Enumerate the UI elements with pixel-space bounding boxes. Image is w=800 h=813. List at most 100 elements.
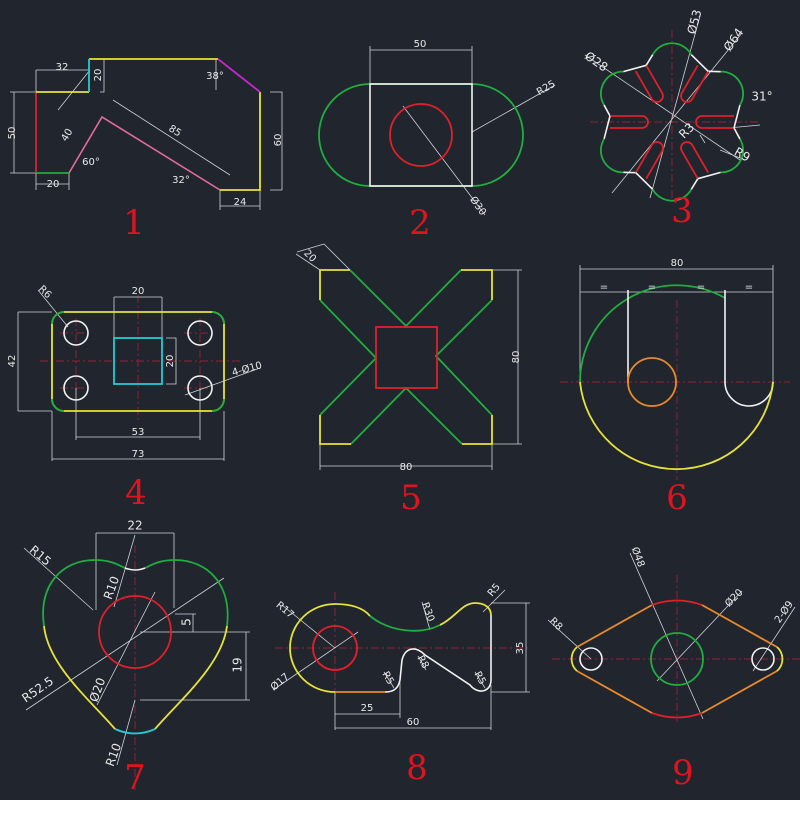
drawing-number: 6 <box>666 478 688 518</box>
drawing-8-right-profile <box>384 615 492 693</box>
gear-tooth-edge <box>697 171 721 180</box>
gear-concave-arc <box>720 70 744 106</box>
drawing-9-flange-edges <box>576 604 778 714</box>
drawing-5-cross-arms <box>319 269 493 445</box>
drawing-2-circle <box>389 103 453 167</box>
drawing-4-plate-outline <box>51 311 225 412</box>
dim-label: 20 <box>93 69 104 82</box>
dim-label: 25 <box>361 703 374 714</box>
drawing-8-yellow-edges <box>289 602 492 693</box>
drawing-4-hole <box>63 320 89 346</box>
dim-label: 42 <box>7 355 18 368</box>
dim-label: 31° <box>751 90 772 104</box>
dim-label: 20 <box>165 355 176 368</box>
gear-slot <box>610 115 649 129</box>
drawing-6: 80 = = = = 6 <box>560 258 790 518</box>
drawing-7-top-dip <box>124 567 146 571</box>
dim-label: 80 <box>511 351 522 364</box>
dim-label: 38° <box>206 71 224 82</box>
drawing-2-slot-outline <box>318 83 524 187</box>
gear-concave-arc <box>600 138 624 174</box>
dim-label: 50 <box>7 127 18 140</box>
drawing-9-center-arcs <box>651 599 703 719</box>
drawing-2-dimension-lines <box>369 46 556 216</box>
drawing-number: 4 <box>125 473 147 513</box>
drawing-5-dimension-lines <box>295 243 522 470</box>
drawing-8-r30-arc <box>369 615 441 632</box>
gear-concave-arc <box>600 70 624 106</box>
drawing-7-circle <box>98 595 172 669</box>
drawing-5: 20 80 80 5 <box>295 243 522 518</box>
drawing-7-bottom-tip <box>114 728 156 735</box>
gear-tooth-edge <box>690 178 699 190</box>
dim-label: 35 <box>515 642 526 655</box>
dim-label: 32° <box>172 175 190 186</box>
drawing-1-inclined-edges <box>68 115 221 191</box>
dim-label: 5 <box>180 618 194 626</box>
drawing-6-lower-arc <box>579 381 774 470</box>
drawing-9-end-arcs <box>570 646 784 672</box>
drawing-number: 7 <box>124 758 146 798</box>
dim-label: Ø53 <box>685 8 705 35</box>
gear-concave-arc <box>720 138 744 174</box>
gear-slot <box>680 64 709 103</box>
dim-label: 24 <box>234 197 247 208</box>
gear-tooth-edge <box>733 104 741 129</box>
drawing-1-chamfer-edge <box>217 58 261 93</box>
dim-label: 80 <box>400 462 413 473</box>
dim-label: R9 <box>732 145 753 165</box>
gear-concave-arc <box>651 188 693 202</box>
gear-tooth-edge <box>690 54 709 72</box>
drawing-number: 1 <box>123 203 145 243</box>
dim-label: 73 <box>132 449 145 460</box>
gear-slot <box>635 141 664 180</box>
drawing-3-dimension-lines <box>584 15 761 199</box>
gear-tooth-edge <box>635 172 654 190</box>
dim-label: 20 <box>132 286 145 297</box>
drawing-8: R17 Ø17 R30 R5 R8 R5 R5 35 25 60 8 <box>268 582 530 788</box>
drawing-6-center-lines <box>560 300 790 480</box>
dim-label: 19 <box>231 657 245 672</box>
drawing-1: 32 20 38° 50 40 60° 85 32° 60 20 24 1 <box>7 58 284 243</box>
drawing-7-upper-lobes <box>42 559 229 627</box>
gear-tooth-edge <box>603 115 611 140</box>
drawing-9-center-hole <box>650 632 704 686</box>
drawing-8-center-lines <box>275 592 530 700</box>
drawing-4-hole <box>187 375 213 401</box>
dim-label: 60 <box>273 134 284 147</box>
drawing-number: 3 <box>671 191 693 231</box>
drawing-4-rounded-corners <box>51 311 225 412</box>
drawing-6-circle <box>627 357 677 407</box>
drawing-9-bolt-hole <box>579 647 603 671</box>
dim-label: 60° <box>82 157 100 168</box>
drawing-5-arm-ends <box>319 269 493 445</box>
drawing-number: 9 <box>672 753 694 793</box>
gear-tooth-edge <box>623 64 647 73</box>
gear-tooth-edge <box>645 54 654 66</box>
drawing-6-dimension-lines <box>579 265 774 382</box>
drawing-9-bolt-hole <box>751 647 775 671</box>
gear-slot <box>635 64 664 103</box>
drawing-7-sides <box>43 625 228 730</box>
dim-label: = <box>600 282 608 293</box>
drawing-number: 5 <box>400 478 422 518</box>
dim-label: 20 <box>47 179 60 190</box>
dim-label: = <box>648 282 656 293</box>
gear-slot <box>680 141 709 180</box>
drawing-number: 2 <box>409 203 431 243</box>
dim-label: 50 <box>414 39 427 50</box>
drawing-number: 8 <box>406 748 428 788</box>
gear-slot <box>695 115 734 129</box>
dim-label: 22 <box>127 519 142 533</box>
dim-label: 32 <box>56 62 69 73</box>
gear-concave-arc <box>651 42 693 56</box>
drawing-4-square-cutout <box>113 337 163 385</box>
dim-label: 60 <box>407 717 420 728</box>
drawing-9-center-lines <box>552 575 800 722</box>
drawing-4-dimension-lines <box>17 289 261 461</box>
drawing-5-center-square <box>375 326 438 389</box>
drawing-1-dimension-lines <box>10 58 283 210</box>
dim-label: = <box>697 282 705 293</box>
